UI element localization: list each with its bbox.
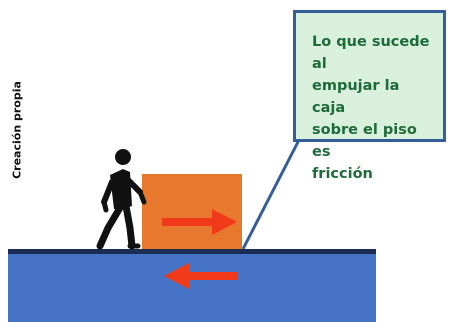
image-credit: Creación propia — [10, 81, 24, 179]
arrow-left-icon — [164, 263, 238, 289]
callout-line-3: sobre el piso es — [312, 122, 417, 160]
callout-line-2: empujar la caja — [312, 78, 400, 116]
callout-box: Lo que sucede al empujar la caja sobre e… — [293, 10, 446, 182]
callout-text: Lo que sucede al empujar la caja sobre e… — [312, 31, 435, 185]
floor — [8, 254, 376, 322]
callout-line-1: Lo que sucede al — [312, 34, 430, 72]
walking-person-icon — [96, 149, 147, 250]
box — [142, 174, 242, 249]
floor-surface — [8, 249, 376, 254]
callout-line-4: fricción — [312, 166, 373, 182]
arrow-right-icon — [162, 209, 237, 235]
